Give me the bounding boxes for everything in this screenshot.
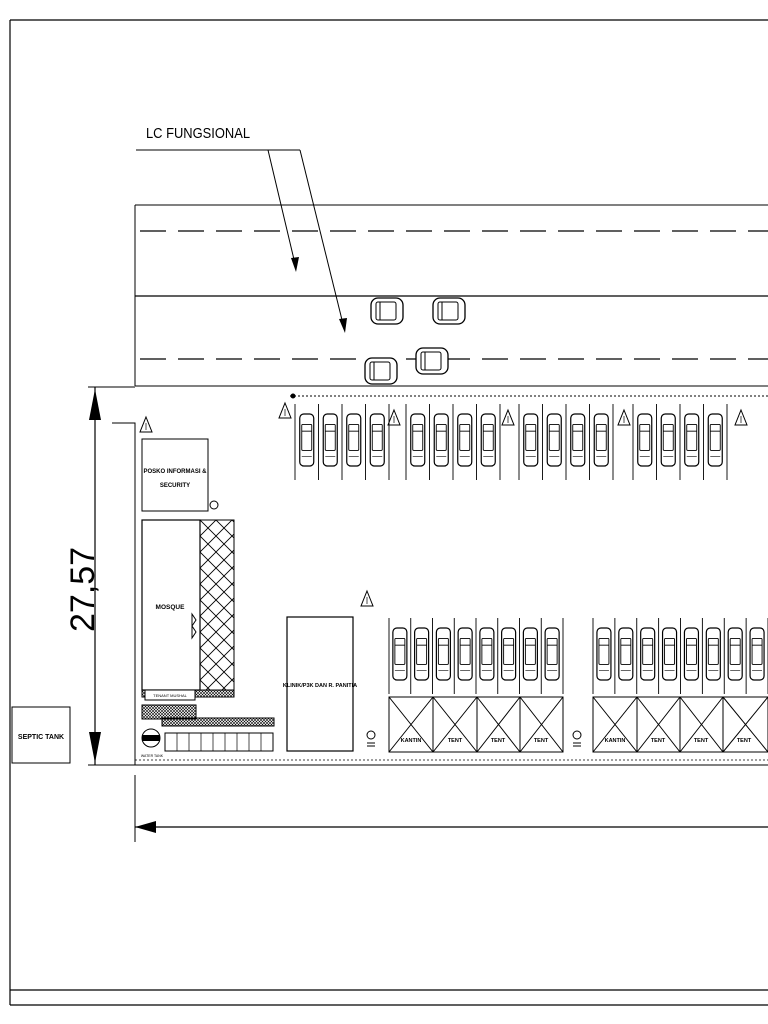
site-boundary xyxy=(112,393,768,842)
mosque-label: MOSQUE xyxy=(156,604,186,611)
parked-car xyxy=(661,627,678,681)
parking-group xyxy=(294,404,390,480)
parked-car xyxy=(501,627,517,681)
tenant-mushala-label: TENANT MUSHAL xyxy=(153,693,187,698)
clinic-label: KLINIK/P3K DAN R. PANITIA xyxy=(283,683,357,689)
parked-car xyxy=(523,413,539,467)
water-tank-label: WATER TANK xyxy=(141,754,164,758)
tree-icon xyxy=(360,589,374,607)
bottom-dimension-arrow xyxy=(135,821,768,833)
parked-car xyxy=(435,627,451,681)
parked-car xyxy=(727,627,743,681)
tree-icon xyxy=(387,408,401,426)
parked-car xyxy=(618,627,634,681)
parked-car xyxy=(457,413,473,467)
dimension-27-57: 27,57 xyxy=(64,386,135,766)
stall-label: TENT xyxy=(534,738,549,744)
stall-label: TENT xyxy=(694,738,709,744)
parked-car xyxy=(544,627,560,681)
lamp-post-icon xyxy=(366,730,376,747)
parked-car xyxy=(299,413,315,467)
tree-icon xyxy=(501,408,515,426)
parked-car xyxy=(660,413,676,467)
tree-icon xyxy=(139,415,153,433)
lc-fungsional-label: LC FUNGSIONAL xyxy=(146,125,250,142)
stall-label: KANTIN xyxy=(605,738,626,744)
parked-car xyxy=(593,413,609,467)
stall-row-b: KANTIN TENT TENT TENT xyxy=(592,696,768,753)
small-stalls-row xyxy=(164,732,274,752)
lamp-post-icon xyxy=(572,730,582,747)
parking-group xyxy=(592,618,768,694)
stall-label: TENT xyxy=(491,738,506,744)
tree-icon xyxy=(734,408,748,426)
stall: TENT xyxy=(722,696,768,753)
parked-car xyxy=(570,413,586,467)
parked-car xyxy=(707,413,723,467)
road-car xyxy=(415,347,449,375)
stall-label: TENT xyxy=(737,738,752,744)
parked-car xyxy=(479,627,495,681)
road-car xyxy=(364,357,398,385)
parked-car xyxy=(683,627,700,681)
water-tank: WATER TANK xyxy=(141,728,164,758)
parked-car xyxy=(414,627,430,681)
parked-car xyxy=(546,413,562,467)
road-car xyxy=(370,297,404,325)
parked-car xyxy=(480,413,496,467)
stall-label: TENT xyxy=(448,738,463,744)
parked-car xyxy=(684,413,700,467)
parked-car xyxy=(637,413,653,467)
parked-car xyxy=(392,627,408,681)
security-post: POSKO INFORMASI & SECURITY xyxy=(141,438,219,512)
stall-row-a: KANTIN TENT TENT TENT xyxy=(388,696,564,753)
parked-car xyxy=(410,413,426,467)
stall: TENT xyxy=(519,696,564,753)
parked-car xyxy=(749,627,765,681)
stall-label: TENT xyxy=(651,738,666,744)
parked-car xyxy=(522,627,538,681)
tree-icon xyxy=(278,401,292,419)
parking-group xyxy=(518,404,614,480)
lc-fungsional-annotation: LC FUNGSIONAL xyxy=(136,125,347,333)
parked-car xyxy=(640,627,656,681)
parking-group xyxy=(388,618,564,694)
tree-icon xyxy=(617,408,631,426)
road xyxy=(134,204,768,387)
parked-car xyxy=(596,627,612,681)
security-label-2: SECURITY xyxy=(160,483,190,489)
parked-car xyxy=(369,413,385,467)
parking-group xyxy=(632,404,728,480)
septic-tank-label: SEPTIC TANK xyxy=(18,734,64,741)
parked-car xyxy=(705,627,721,681)
stall-label: KANTIN xyxy=(401,738,422,744)
security-label-1: POSKO INFORMASI & xyxy=(143,469,207,475)
mosque: MOSQUE TENANT MUSHAL xyxy=(141,519,275,727)
parked-car xyxy=(433,413,449,467)
parking-group xyxy=(405,404,501,480)
road-car xyxy=(432,297,466,325)
parked-car xyxy=(346,413,362,467)
parking-area xyxy=(294,404,768,694)
dimension-label: 27,57 xyxy=(64,547,102,632)
clinic: KLINIK/P3K DAN R. PANITIA xyxy=(283,616,357,752)
parked-car xyxy=(457,627,473,681)
septic-tank: SEPTIC TANK xyxy=(11,706,71,764)
parked-car xyxy=(322,413,338,467)
sheet-border xyxy=(9,19,768,1006)
